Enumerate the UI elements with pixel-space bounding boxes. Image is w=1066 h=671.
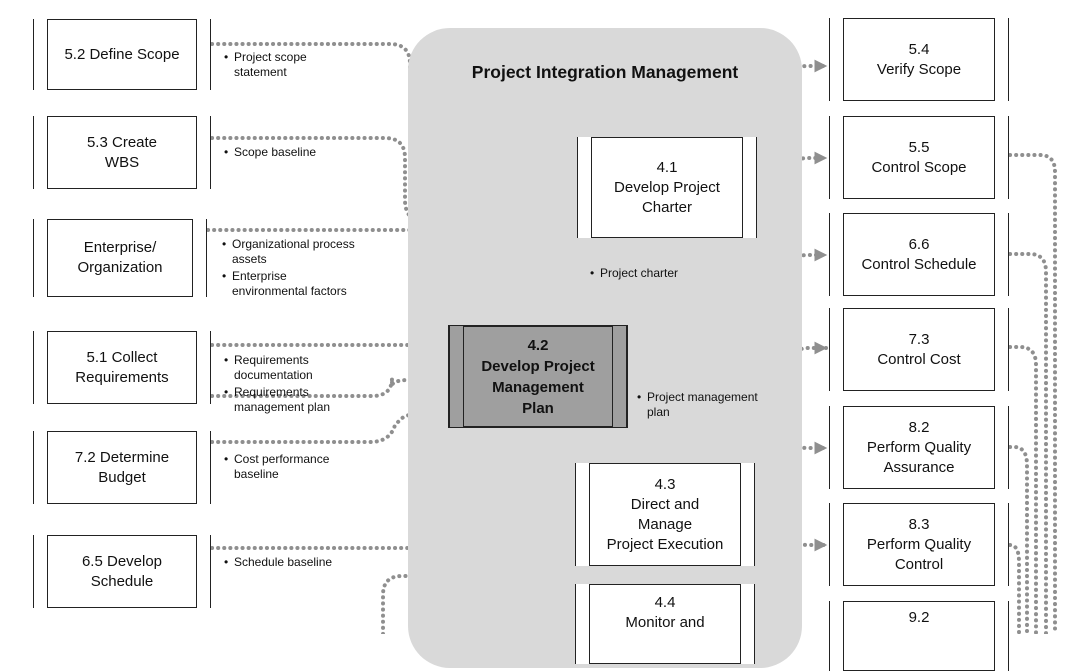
process-control-schedule[interactable]: 6.6 Control Schedule: [829, 213, 1009, 296]
process-develop-project-charter[interactable]: 4.1 Develop Project Charter: [577, 137, 757, 238]
note-scope-baseline: Scope baseline: [224, 145, 316, 160]
note-item: Organizational process assets: [222, 237, 355, 267]
process-verify-scope[interactable]: 5.4 Verify Scope: [829, 18, 1009, 101]
process-define-scope[interactable]: 5.2 Define Scope: [33, 19, 211, 90]
process-label: 5.5 Control Scope: [871, 138, 967, 176]
process-label: 4.2 Develop Project Management Plan: [481, 336, 595, 417]
note-cost-baseline: Cost performance baseline: [224, 452, 329, 482]
note-item: Schedule baseline: [224, 555, 332, 570]
process-label: 5.1 Collect Requirements: [75, 348, 169, 386]
process-9-2[interactable]: 9.2: [829, 601, 1009, 671]
process-develop-pm-plan[interactable]: 4.2 Develop Project Management Plan: [448, 325, 628, 428]
process-create-wbs[interactable]: 5.3 Create WBS: [33, 116, 211, 189]
process-label: 9.2: [908, 609, 930, 626]
note-project-charter: Project charter: [590, 266, 678, 281]
flow-return-control-schedule: [1008, 252, 1048, 634]
process-direct-and-manage[interactable]: 4.3 Direct and Manage Project Execution: [575, 463, 755, 566]
flow-requirements-plan: [210, 373, 446, 398]
flow-return-control-cost: [1008, 345, 1038, 634]
note-pm-plan: Project management plan: [637, 390, 758, 420]
process-label: 8.3 Perform Quality Control: [866, 515, 972, 573]
process-label: 6.6 Control Schedule: [861, 235, 977, 273]
process-label: 4.4 Monitor and: [625, 594, 705, 631]
process-label: 7.3 Control Cost: [877, 330, 961, 368]
process-label: 8.2 Perform Quality Assurance: [866, 418, 972, 476]
process-label: Enterprise/ Organization: [77, 239, 163, 276]
process-perform-quality-assurance[interactable]: 8.2 Perform Quality Assurance: [829, 406, 1009, 489]
note-enterprise-inputs: Organizational process assets Enterprise…: [222, 237, 355, 299]
process-enterprise-organization[interactable]: Enterprise/ Organization: [33, 219, 207, 297]
flow-return-control-scope: [1008, 153, 1057, 634]
process-label: 5.2 Define Scope: [64, 45, 180, 63]
note-item: Requirements documentation: [224, 353, 330, 383]
process-perform-quality-control[interactable]: 8.3 Perform Quality Control: [829, 503, 1009, 586]
process-label: 4.1 Develop Project Charter: [614, 158, 720, 216]
process-control-cost[interactable]: 7.3 Control Cost: [829, 308, 1009, 391]
group-title: Project Integration Management: [471, 62, 739, 82]
flow-return-perform-qa: [1008, 445, 1029, 634]
process-label: 5.3 Create WBS: [86, 133, 158, 171]
process-monitor-and-control[interactable]: 4.4 Monitor and: [575, 584, 755, 664]
note-scope-statement: Project scope statement: [224, 50, 307, 80]
process-label: 6.5 Develop Schedule: [81, 552, 163, 590]
note-requirements: Requirements documentation Requirements …: [224, 353, 330, 415]
process-develop-schedule[interactable]: 6.5 Develop Schedule: [33, 535, 211, 608]
note-item: Scope baseline: [224, 145, 316, 160]
note-item: Enterprise environmental factors: [222, 269, 355, 299]
process-collect-requirements[interactable]: 5.1 Collect Requirements: [33, 331, 211, 404]
note-item: Project management plan: [637, 390, 758, 420]
process-label: 7.2 Determine Budget: [74, 448, 170, 486]
flow-return-perform-qc: [1008, 543, 1021, 634]
note-item: Requirements management plan: [224, 385, 330, 415]
note-schedule-baseline: Schedule baseline: [224, 555, 332, 570]
process-control-scope[interactable]: 5.5 Control Scope: [829, 116, 1009, 199]
process-label: 5.4 Verify Scope: [876, 40, 962, 78]
note-item: Project charter: [590, 266, 678, 281]
note-item: Cost performance baseline: [224, 452, 329, 482]
process-determine-budget[interactable]: 7.2 Determine Budget: [33, 431, 211, 504]
flow-extra-left: [381, 574, 422, 634]
process-label: 4.3 Direct and Manage Project Execution: [606, 475, 724, 553]
note-item: Project scope statement: [224, 50, 307, 80]
